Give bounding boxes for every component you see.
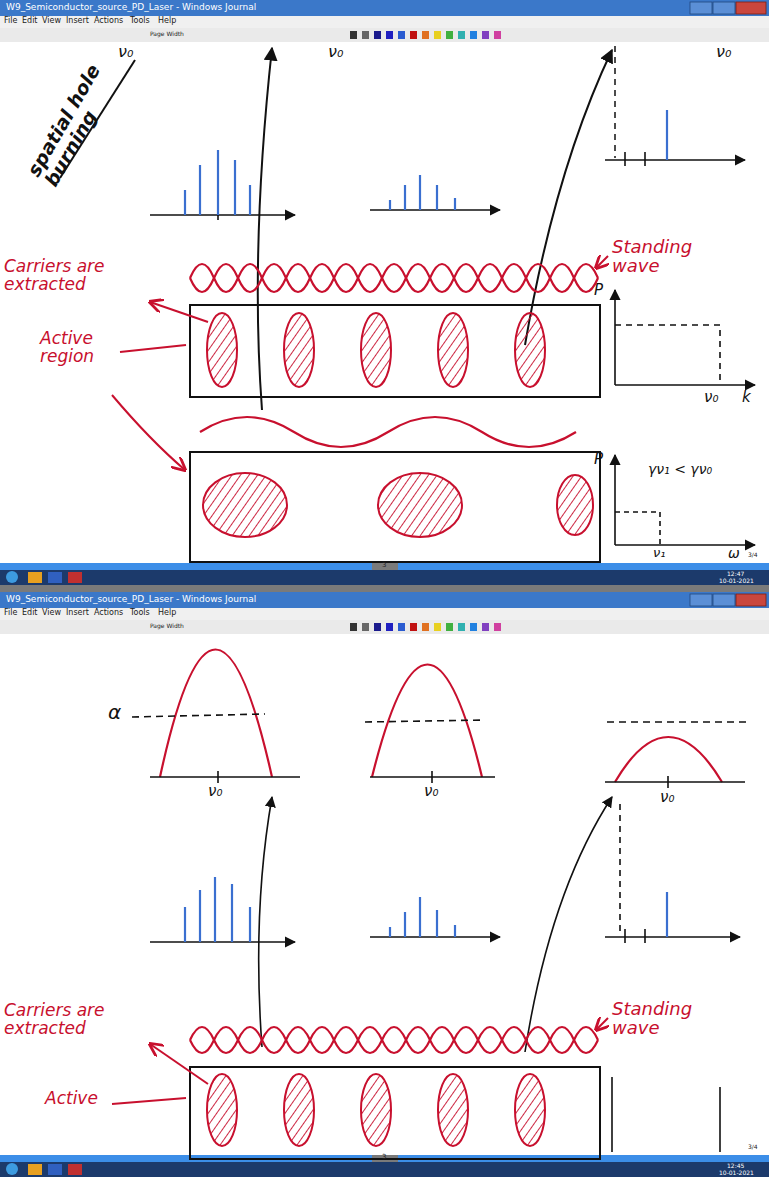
menu-item: Help bbox=[158, 609, 176, 617]
axis-label: α bbox=[108, 702, 121, 723]
axis-label: k bbox=[742, 390, 751, 406]
clock-time: 12:45 bbox=[727, 1163, 744, 1169]
clock-date: 10-01-2021 bbox=[719, 578, 754, 584]
menu-item: Help bbox=[158, 17, 176, 25]
page-number: 3 bbox=[382, 1154, 386, 1161]
axis-label: P bbox=[594, 452, 603, 468]
menu-item: Insert bbox=[66, 17, 89, 25]
menu-item: View bbox=[42, 17, 61, 25]
axis-label: ν₀ bbox=[704, 390, 718, 406]
axis-label: ν₀ bbox=[118, 44, 133, 61]
journal-window: W9_Semiconductor_source_PD_Laser - Windo… bbox=[0, 0, 769, 585]
axis-label: ν₀ bbox=[424, 784, 438, 800]
journal-window-art bbox=[0, 592, 769, 1177]
window-title-bar: W9_Semiconductor_source_PD_Laser - Windo… bbox=[0, 592, 640, 608]
window-title: W9_Semiconductor_source_PD_Laser - Windo… bbox=[6, 3, 256, 12]
annotation: Standing wave bbox=[612, 1000, 722, 1038]
window-title-bar: W9_Semiconductor_source_PD_Laser - Windo… bbox=[0, 0, 640, 16]
annotation: Standing wave bbox=[612, 238, 722, 276]
axis-label: ω bbox=[728, 546, 740, 561]
axis-label: ν₁ bbox=[653, 546, 665, 560]
heading: spatial hole burning bbox=[24, 40, 134, 190]
journal-window: W9_Semiconductor_source_PD_Laser - Windo… bbox=[0, 592, 769, 1177]
menu-item: Tools bbox=[130, 17, 150, 25]
menu-item: View bbox=[42, 609, 61, 617]
annotation: Carriers are extracted bbox=[4, 258, 144, 294]
toolbar-zoom: Page Width bbox=[150, 623, 184, 629]
axis-label: ν₀ bbox=[328, 44, 343, 61]
axis-label: ν₀ bbox=[716, 44, 731, 61]
annotation: Active region bbox=[40, 330, 120, 366]
annotation: Active bbox=[45, 1090, 125, 1108]
menu-item: Edit bbox=[22, 609, 38, 617]
menu-item: File bbox=[4, 609, 17, 617]
menu-item: Actions bbox=[94, 609, 123, 617]
toolbar-zoom: Page Width bbox=[150, 31, 184, 37]
menu-item: Tools bbox=[130, 609, 150, 617]
annotation: γν₁ < γν₀ bbox=[648, 462, 712, 477]
menu-item: File bbox=[4, 17, 17, 25]
journal-window-art bbox=[0, 0, 769, 585]
axis-label: ν₀ bbox=[660, 790, 674, 806]
annotation: Carriers are extracted bbox=[4, 1002, 144, 1038]
menu-item: Insert bbox=[66, 609, 89, 617]
clock-date: 10-01-2021 bbox=[719, 1170, 754, 1176]
menu-item: Actions bbox=[94, 17, 123, 25]
page-counter: 3/4 bbox=[748, 1144, 758, 1150]
menu-item: Edit bbox=[22, 17, 38, 25]
clock-time: 12:47 bbox=[727, 571, 744, 577]
axis-label: P bbox=[594, 283, 603, 299]
axis-label: ν₀ bbox=[208, 784, 222, 800]
page-counter: 3/4 bbox=[748, 552, 758, 558]
window-title: W9_Semiconductor_source_PD_Laser - Windo… bbox=[6, 595, 256, 604]
page-number: 3 bbox=[382, 562, 386, 569]
